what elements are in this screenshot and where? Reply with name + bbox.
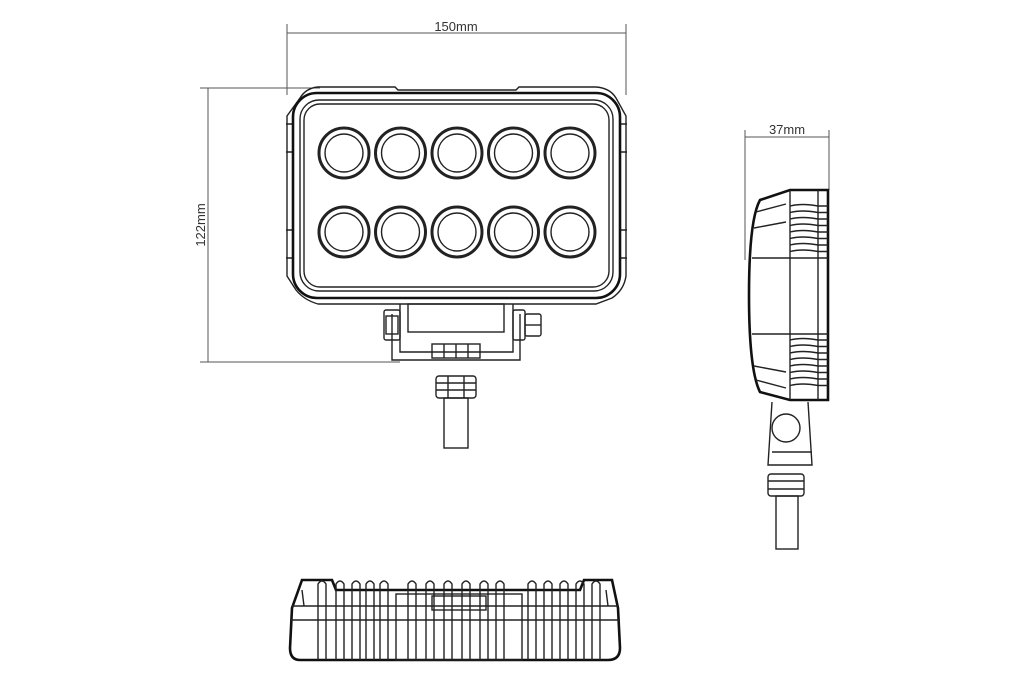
led-lens <box>430 205 484 259</box>
side-view: 37mm <box>744 122 830 550</box>
depth-dimension: 37mm <box>744 122 830 260</box>
mounting-stud <box>435 375 477 449</box>
side-fin <box>789 249 828 253</box>
bottom-fin <box>591 580 601 660</box>
led-lens-inner <box>380 212 421 252</box>
bottom-fin <box>407 580 417 660</box>
side-fin <box>789 236 828 240</box>
side-housing <box>747 188 830 402</box>
bottom-fin <box>351 580 361 660</box>
side-cooling-fins <box>789 203 828 387</box>
led-lens <box>374 126 427 180</box>
bottom-fin <box>461 580 471 660</box>
led-lens <box>430 126 484 180</box>
bottom-fin <box>365 580 375 660</box>
side-fin <box>789 344 828 348</box>
led-lens-inner <box>324 212 364 252</box>
side-fin <box>789 370 828 374</box>
side-fin <box>789 229 828 233</box>
side-fin <box>789 383 828 387</box>
led-lens-inner <box>550 212 590 252</box>
led-lens-inner <box>380 133 421 173</box>
bottom-fin <box>575 580 585 660</box>
bottom-fin <box>559 580 569 660</box>
side-stud <box>767 473 805 550</box>
led-lens-inner <box>437 212 477 252</box>
width-dimension: 150mm <box>286 19 627 95</box>
side-fin <box>789 216 828 220</box>
side-fin <box>789 203 828 207</box>
side-bracket <box>767 401 813 466</box>
led-lens <box>543 126 597 180</box>
led-lens <box>317 205 371 259</box>
bottom-view <box>288 578 622 662</box>
bottom-fin <box>317 580 327 660</box>
depth-label: 37mm <box>769 122 805 137</box>
height-label: 122mm <box>193 203 208 246</box>
bottom-fin <box>527 580 537 660</box>
led-lens-inner <box>493 212 534 252</box>
lamp-housing <box>286 86 627 305</box>
led-lens <box>487 126 540 180</box>
led-lens-inner <box>493 133 534 173</box>
side-fin <box>789 363 828 367</box>
width-label: 150mm <box>434 19 477 34</box>
bottom-fin <box>425 580 435 660</box>
led-lens <box>487 205 540 259</box>
led-lens-inner <box>437 133 477 173</box>
front-view: 150mm 122mm <box>193 19 627 449</box>
bottom-fin <box>443 580 453 660</box>
led-lens-inner <box>324 133 364 173</box>
side-fin <box>789 357 828 361</box>
side-fin <box>789 337 828 341</box>
side-fin <box>789 376 828 380</box>
side-fin <box>789 350 828 354</box>
led-lens-inner <box>550 133 590 173</box>
led-lens <box>317 126 371 180</box>
bottom-fin <box>543 580 553 660</box>
mounting-bracket <box>383 303 542 361</box>
bottom-fin <box>379 580 389 660</box>
led-lens-grid <box>317 126 597 259</box>
bottom-fin <box>479 580 489 660</box>
bottom-fin <box>495 580 505 660</box>
side-fin <box>789 210 828 214</box>
led-lens <box>543 205 597 259</box>
side-fin <box>789 242 828 246</box>
bottom-cooling-fins <box>317 580 601 660</box>
side-fin <box>789 223 828 227</box>
bottom-fin <box>335 580 345 660</box>
height-dimension: 122mm <box>193 87 400 363</box>
led-lens <box>374 205 427 259</box>
